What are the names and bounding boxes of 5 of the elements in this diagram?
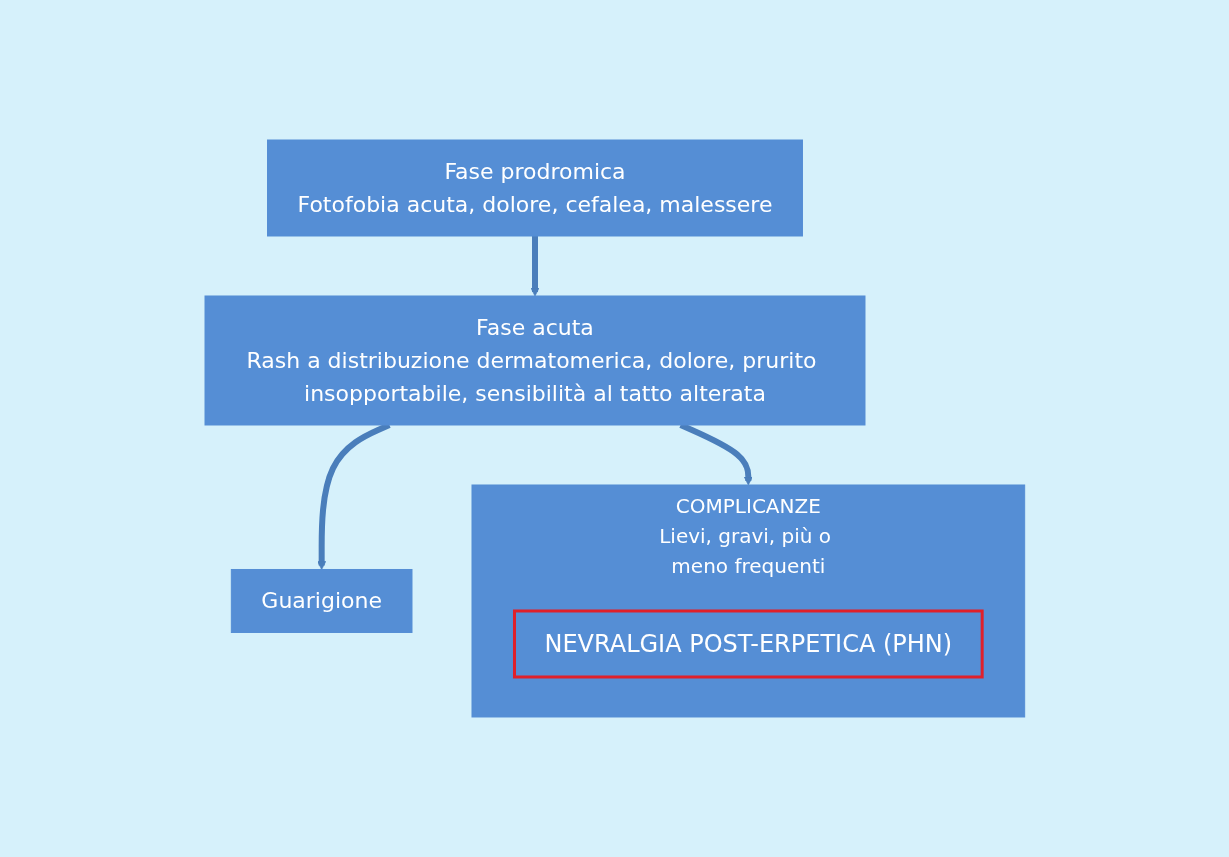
node-box: Fase prodromica Fotofobia acuta, dolore, cefalea, malessere — [266, 139, 803, 237]
arrow — [530, 236, 540, 297]
node-box: Guarigione — [230, 569, 413, 633]
node-box: Fase acuta Rash a distribuzione dermatomerica, dolore, prurito insopportabile, sensibilità al tatto alterata — [204, 295, 866, 426]
node-box: NEVRALGIA POST-ERPETICA (PHN) — [512, 609, 984, 679]
